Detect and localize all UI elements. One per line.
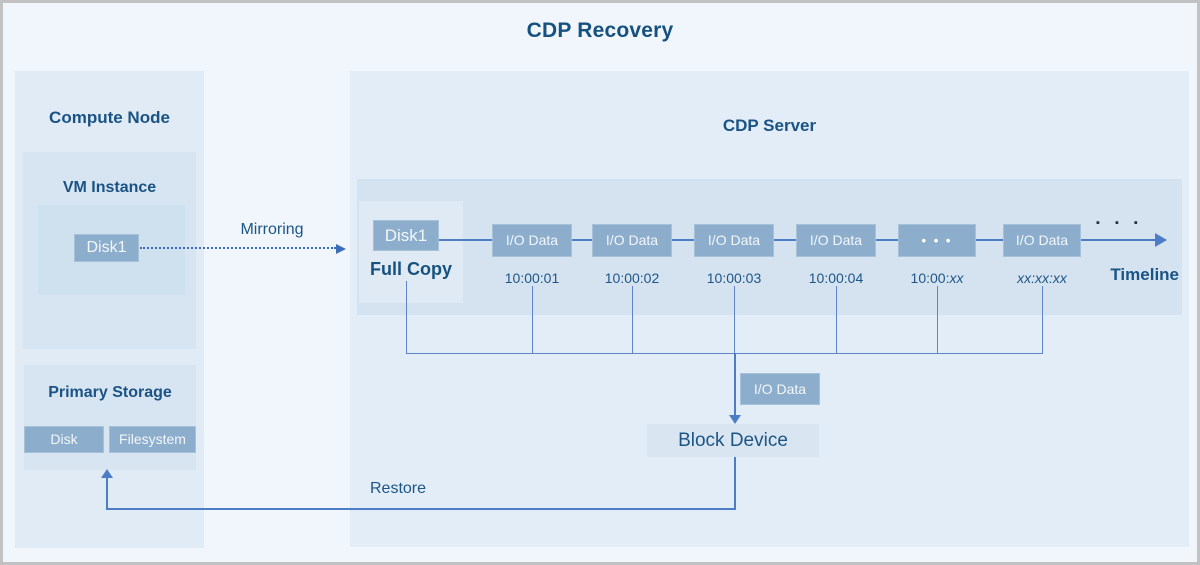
- io-data-timestamp: 10:00:03: [694, 270, 774, 286]
- timeline-item: I/O Data 10:00:04: [796, 224, 876, 286]
- compute-node-title: Compute Node: [49, 108, 170, 127]
- cdp-server-panel: CDP Server Disk1 Full Copy I/O Data 10:0…: [350, 71, 1189, 547]
- timestamp-text: 10:00:01: [504, 270, 560, 286]
- timeline-arrowhead-icon: [1155, 233, 1167, 247]
- bracket-line-t5: [937, 286, 938, 354]
- bracket-line-t6: [1042, 286, 1043, 354]
- restore-label: Restore: [369, 480, 427, 497]
- timeline-item: • • • 10:00:xx: [898, 224, 976, 286]
- vm-disk-area: Disk1: [38, 205, 185, 295]
- timestamp-text: 10:00:03: [706, 270, 762, 286]
- replay-io-data-box: I/O Data: [740, 373, 820, 405]
- primary-storage-panel: Primary Storage Disk Filesystem: [24, 365, 196, 470]
- io-data-box: I/O Data: [694, 224, 774, 257]
- io-data-timestamp: 10:00:01: [492, 270, 572, 286]
- timestamp-italic-text: xx:xx:xx: [1017, 270, 1067, 286]
- cdp-server-title: CDP Server: [722, 116, 817, 135]
- restore-line-down: [734, 457, 736, 510]
- restore-arrowhead-icon: [101, 469, 113, 478]
- mirroring-label: Mirroring: [240, 221, 304, 238]
- vm-instance-panel: VM Instance Disk1: [23, 152, 196, 349]
- timeline-continuation-dots: ▪ ▪ ▪: [1096, 217, 1144, 229]
- bracket-line-t3: [734, 286, 735, 354]
- full-copy-disk1-box: Disk1: [373, 220, 439, 251]
- bracket-line-full-copy: [406, 281, 407, 354]
- bracket-line-t1: [532, 286, 533, 354]
- io-data-box: I/O Data: [796, 224, 876, 257]
- replay-drop-line: [734, 353, 736, 415]
- replay-arrowhead-icon: [729, 415, 741, 424]
- compute-node-panel: Compute Node VM Instance Disk1 Primary S…: [15, 71, 204, 548]
- timeline-item: I/O Data 10:00:01: [492, 224, 572, 286]
- timestamp-text: 10:00:: [910, 270, 950, 286]
- ellipsis-box: • • •: [898, 224, 976, 257]
- io-data-timestamp: xx:xx:xx: [1003, 270, 1081, 286]
- timeline-item: I/O Data xx:xx:xx: [1003, 224, 1081, 286]
- io-data-timestamp: 10:00:02: [592, 270, 672, 286]
- bracket-line-t4: [836, 286, 837, 354]
- primary-storage-disk-box: Disk: [24, 426, 104, 453]
- vm-disk1-box: Disk1: [74, 234, 139, 262]
- timeline-item: I/O Data 10:00:02: [592, 224, 672, 286]
- timeline-band: Disk1 Full Copy I/O Data 10:00:01 I/O Da…: [357, 179, 1182, 315]
- bracket-line-t2: [632, 286, 633, 354]
- io-data-box: I/O Data: [492, 224, 572, 257]
- primary-storage-filesystem-box: Filesystem: [109, 426, 196, 453]
- timestamp-italic-text: xx: [949, 270, 964, 286]
- timestamp-text: 10:00:02: [604, 270, 660, 286]
- page-title: CDP Recovery: [526, 19, 674, 42]
- full-copy-container: Disk1 Full Copy: [359, 201, 463, 303]
- io-data-timestamp: 10:00:xx: [898, 270, 976, 286]
- full-copy-caption: Full Copy: [370, 259, 452, 279]
- mirroring-arrow-line: [140, 247, 336, 249]
- restore-line-horizontal: [106, 508, 736, 510]
- primary-storage-title: Primary Storage: [48, 384, 172, 401]
- bracket-horizontal-line: [406, 353, 1043, 354]
- io-data-box: I/O Data: [592, 224, 672, 257]
- io-data-timestamp: 10:00:04: [796, 270, 876, 286]
- restore-line-up: [106, 477, 108, 510]
- io-data-box: I/O Data: [1003, 224, 1081, 257]
- timeline-item: I/O Data 10:00:03: [694, 224, 774, 286]
- vm-instance-title: VM Instance: [62, 179, 157, 196]
- timeline-label: Timeline: [1110, 265, 1179, 284]
- mirroring-arrowhead: [336, 244, 346, 254]
- block-device-box: Block Device: [647, 424, 819, 457]
- timestamp-text: 10:00:04: [808, 270, 864, 286]
